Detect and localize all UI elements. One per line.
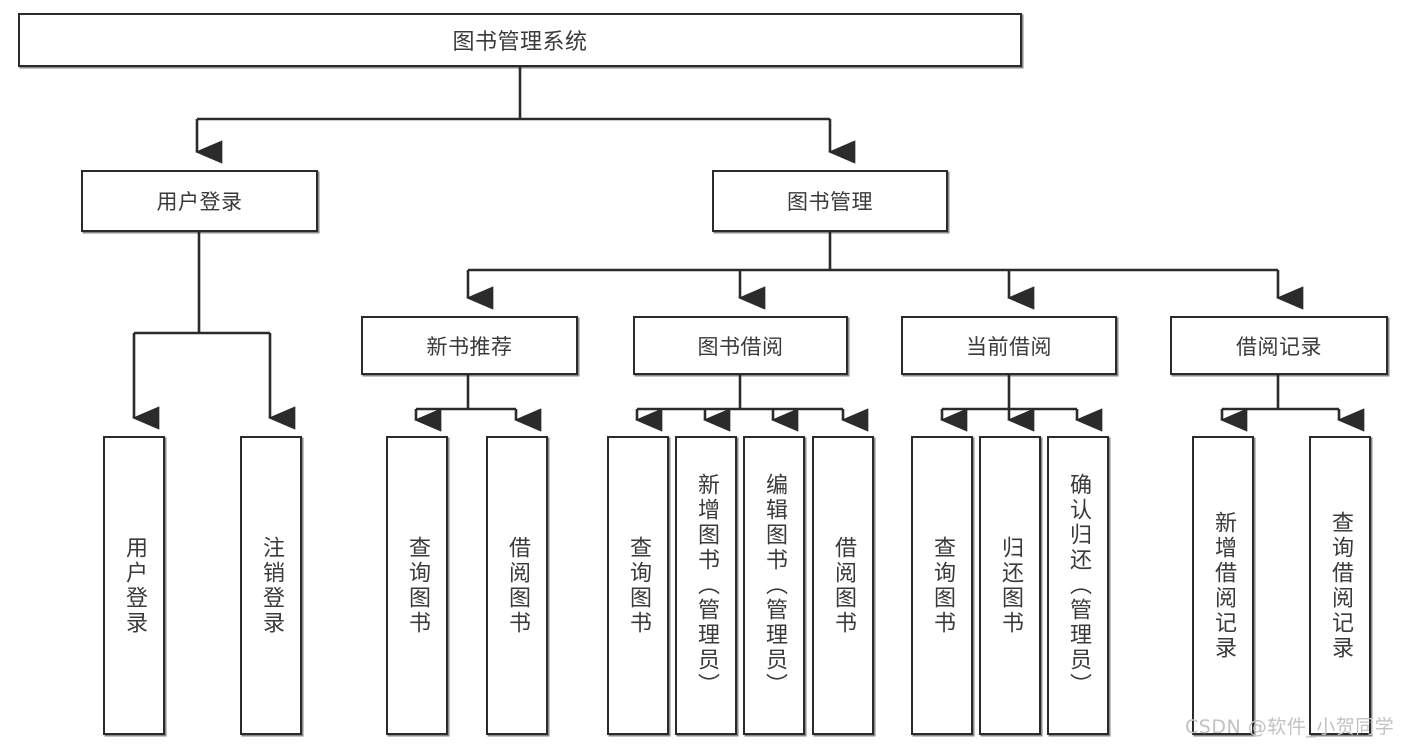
node-label: 查询图书	[625, 535, 651, 636]
node-book-borrowing[interactable]: 图书借阅	[633, 316, 848, 375]
leaf-query-books-recommendation[interactable]: 查询图书	[386, 436, 448, 735]
leaf-add-book-admin[interactable]: 新增图书（管理员）	[675, 436, 737, 735]
node-label: 注销登录	[258, 535, 284, 636]
node-label: 当前借阅	[966, 334, 1052, 359]
leaf-edit-book-admin[interactable]: 编辑图书（管理员）	[743, 436, 805, 735]
leaf-borrow-books-borrowing[interactable]: 借阅图书	[812, 436, 874, 735]
node-label: 图书借阅	[697, 334, 784, 359]
node-label: 查询图书	[929, 535, 955, 636]
node-current-borrowing[interactable]: 当前借阅	[901, 316, 1117, 375]
node-label: 用户登录	[156, 190, 243, 214]
node-book-management[interactable]: 图书管理	[712, 170, 948, 232]
node-label: 用户登录	[121, 535, 147, 636]
leaf-query-books-borrowing[interactable]: 查询图书	[607, 436, 669, 735]
node-label: 借阅图书	[504, 535, 530, 636]
leaf-query-books-current[interactable]: 查询图书	[911, 436, 973, 735]
leaf-user-login[interactable]: 用户登录	[103, 436, 165, 735]
node-label: 借阅图书	[830, 535, 856, 636]
leaf-add-borrow-record[interactable]: 新增借阅记录	[1192, 436, 1254, 735]
node-label: 图书管理系统	[452, 30, 588, 55]
node-label: 新书推荐	[426, 334, 513, 359]
leaf-borrow-books-recommendation[interactable]: 借阅图书	[486, 436, 548, 735]
node-user-login[interactable]: 用户登录	[81, 170, 318, 232]
node-label: 查询图书	[404, 535, 430, 636]
leaf-query-borrow-record[interactable]: 查询借阅记录	[1309, 436, 1371, 735]
node-label: 编辑图书（管理员）	[761, 473, 787, 698]
node-new-book-recommendation[interactable]: 新书推荐	[361, 316, 578, 375]
leaf-return-books[interactable]: 归还图书	[979, 436, 1041, 735]
node-label: 新增图书（管理员）	[693, 473, 719, 698]
node-label: 查询借阅记录	[1327, 510, 1353, 661]
leaf-confirm-return-admin[interactable]: 确认归还（管理员）	[1047, 436, 1109, 735]
node-label: 确认归还（管理员）	[1065, 473, 1091, 698]
node-label: 借阅记录	[1236, 334, 1322, 359]
node-borrow-records[interactable]: 借阅记录	[1170, 316, 1388, 375]
leaf-logout[interactable]: 注销登录	[240, 436, 302, 735]
node-root-library-system[interactable]: 图书管理系统	[18, 13, 1022, 67]
node-label: 归还图书	[997, 535, 1023, 636]
node-label: 新增借阅记录	[1210, 510, 1236, 661]
node-label: 图书管理	[787, 190, 873, 214]
